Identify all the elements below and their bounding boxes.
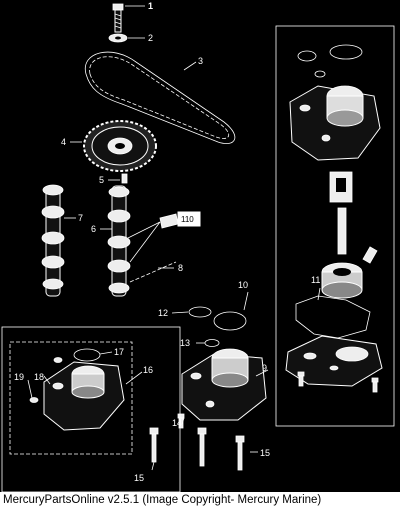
part-o-ring-large[interactable] — [213, 311, 247, 331]
assembly-box-9 — [275, 25, 395, 427]
callout-6: 6 — [91, 224, 96, 234]
callout-8: 8 — [178, 263, 183, 273]
part-camshaft-right[interactable] — [107, 185, 131, 297]
part-gasket[interactable] — [295, 295, 371, 339]
assembly-box-16-inner — [9, 341, 133, 455]
part-oil-pump-assembly[interactable] — [181, 348, 267, 421]
part-camshaft-sprocket[interactable] — [83, 120, 157, 172]
part-key[interactable] — [121, 173, 128, 184]
part-oil-pump-housing-upper[interactable] — [289, 44, 381, 161]
callout-10: 10 — [238, 280, 248, 290]
callout-1: 1 — [148, 1, 153, 11]
part-bolt-14[interactable] — [177, 413, 185, 429]
exploded-parts-diagram: 1 10 — [1, 1, 395, 492]
callout-12: 12 — [158, 308, 168, 318]
callout-14: 14 — [172, 418, 182, 428]
assembly-box-16 — [1, 326, 181, 492]
callout-13: 13 — [180, 338, 190, 348]
callout-19: 19 — [14, 372, 24, 382]
part-o-ring-12[interactable] — [188, 306, 212, 318]
part-pump-cover-plate[interactable] — [285, 335, 383, 387]
callout-15-left: 15 — [134, 473, 144, 483]
callout-15-right: 15 — [260, 448, 270, 458]
callout-16: 16 — [143, 365, 153, 375]
callout-17: 17 — [114, 347, 124, 357]
callout-3: 3 — [198, 56, 203, 66]
copyright-text: MercuryPartsOnline v2.5.1 (Image Copyrig… — [3, 494, 322, 506]
callout-9: 9 — [262, 363, 267, 373]
leader-lines — [27, 5, 321, 471]
part-seal[interactable] — [129, 261, 177, 283]
callout-7: 7 — [78, 213, 83, 223]
sealant-tube: 110 — [127, 211, 201, 263]
part-pump-rotor[interactable] — [321, 171, 378, 299]
part-camshaft[interactable] — [41, 184, 65, 297]
part-long-bolts[interactable] — [197, 427, 245, 471]
callout-2: 2 — [148, 33, 153, 43]
tag-text: 110 — [181, 215, 194, 224]
callout-11: 11 — [311, 275, 320, 285]
callout-labels: 1 2 3 4 5 7 6 8 10 12 11 13 9 17 16 18 1… — [14, 1, 320, 483]
footer-bar: MercuryPartsOnline v2.5.1 (Image Copyrig… — [0, 492, 400, 510]
callout-4: 4 — [61, 137, 66, 147]
part-bolt[interactable] — [112, 3, 124, 33]
callout-5: 5 — [99, 175, 104, 185]
callout-18: 18 — [34, 372, 44, 382]
part-screws-right[interactable] — [297, 371, 379, 393]
part-oil-pump-assembly-16[interactable] — [29, 348, 125, 431]
part-timing-belt[interactable] — [84, 51, 236, 144]
